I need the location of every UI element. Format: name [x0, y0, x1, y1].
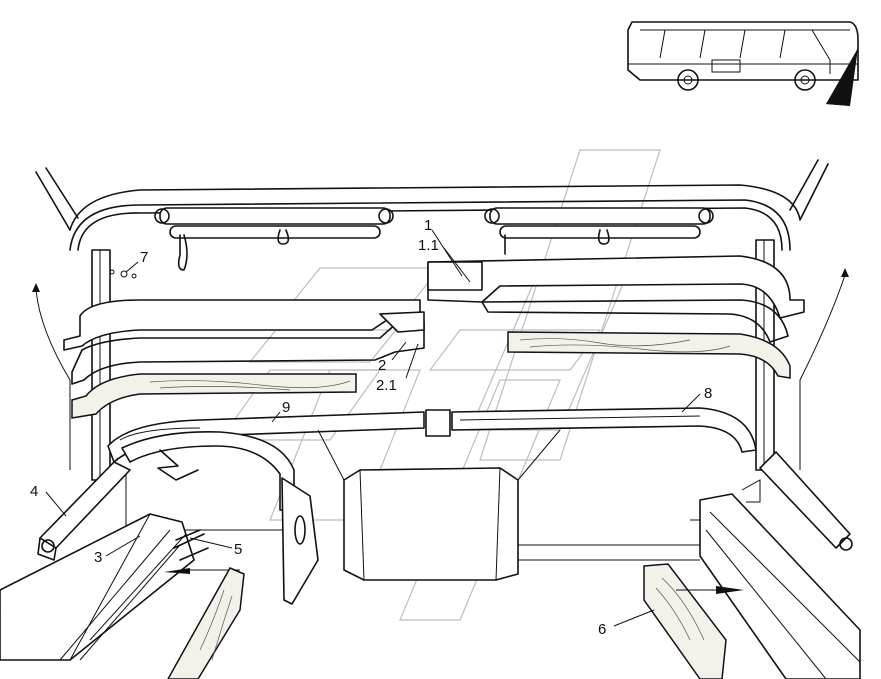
- callout-5: 5: [234, 541, 242, 558]
- callout-4: 4: [30, 483, 38, 500]
- right-curtain-rail: [484, 207, 714, 255]
- left-curtain-rail: [154, 207, 394, 271]
- callout-9: 9: [282, 399, 290, 416]
- part-1-shelf-panel: [427, 255, 805, 343]
- callout-8: 8: [704, 385, 712, 402]
- view-direction-arrow-icon: [826, 48, 858, 106]
- right-lower-panel: [676, 493, 861, 679]
- center-tunnel: [317, 429, 700, 581]
- callout-7: 7: [140, 249, 148, 266]
- part-3-lower-left-panel: [0, 513, 195, 661]
- callout-1-1: 1.1: [418, 237, 439, 254]
- roof-frame: [32, 159, 849, 470]
- left-wood-block: [167, 567, 245, 679]
- leader-lines: [45, 229, 701, 627]
- part-8-right-rail: [451, 407, 757, 453]
- part-6-wood-block: [643, 563, 727, 679]
- right-seal-profile: [741, 451, 853, 551]
- part-4-left-seal: [37, 457, 131, 561]
- part-1-wood-strip: [507, 331, 791, 379]
- callout-6: 6: [598, 621, 606, 638]
- center-bracket: [425, 409, 451, 437]
- part-7-fastener: [109, 269, 137, 279]
- left-wheel-arch: [121, 431, 319, 605]
- part-2-wood-strip: [71, 373, 357, 419]
- callout-2-1: 2.1: [376, 377, 397, 394]
- bus-side-view-icon: [627, 21, 859, 91]
- part-2-shelf-panel: [63, 299, 425, 385]
- left-pillar: [91, 249, 111, 481]
- callout-3: 3: [94, 549, 102, 566]
- callout-1: 1: [424, 217, 432, 234]
- callout-2: 2: [378, 357, 386, 374]
